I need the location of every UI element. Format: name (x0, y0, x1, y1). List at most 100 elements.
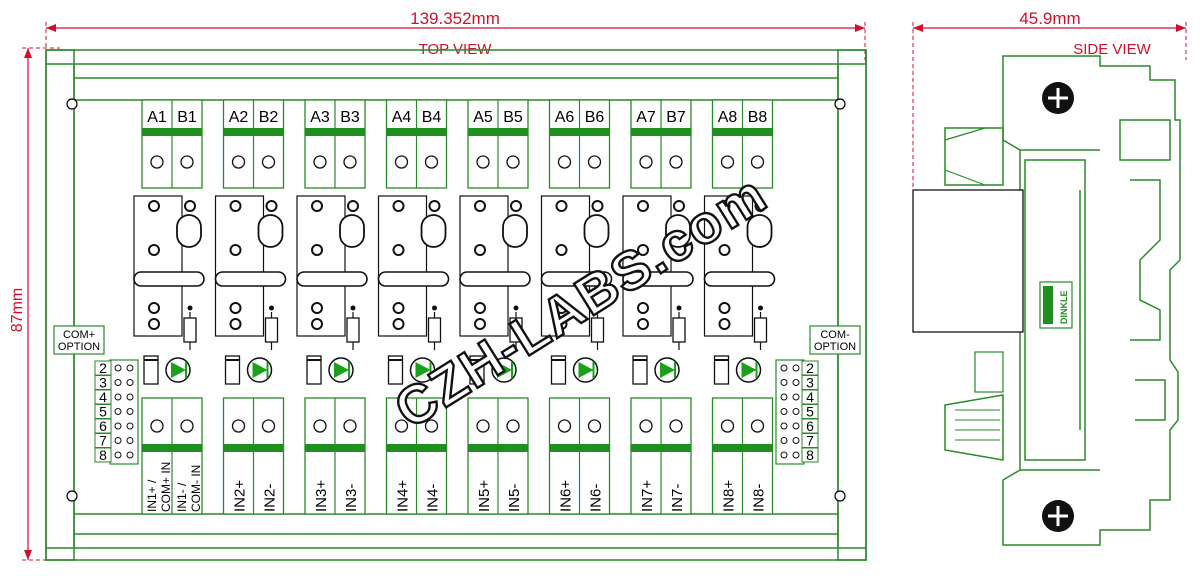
relay-pin-icon (392, 318, 405, 330)
output-label-B1: B1 (177, 109, 197, 126)
screw-icon (394, 155, 409, 169)
terminal-bar (631, 444, 691, 452)
screw-icon (557, 419, 572, 433)
com-option-left: COM+ OPTION (53, 325, 105, 355)
screw-icon (750, 155, 765, 169)
relay-slot (459, 271, 531, 287)
input-label: IN1- / (175, 482, 189, 512)
relay-pin-icon (474, 200, 486, 212)
pin-icon (780, 408, 788, 415)
relay-pin-icon (718, 200, 731, 212)
relay-pin-icon (555, 200, 568, 212)
relay-pin-icon (148, 244, 160, 256)
terminal-bar (305, 128, 365, 136)
relay-coil-icon (257, 214, 284, 248)
screw-icon (669, 155, 683, 169)
screw-icon (639, 419, 653, 433)
input-label: IN5+ (476, 480, 493, 512)
screw-icon (313, 419, 327, 433)
screw-icon (343, 155, 357, 169)
output-label-A4: A4 (392, 109, 412, 126)
top-view-board (45, 49, 867, 561)
pin-icon (126, 422, 134, 430)
pin-icon (114, 379, 122, 386)
relay-pin-icon (754, 200, 767, 212)
relay-coil-icon (502, 214, 528, 248)
terminal-bar (223, 128, 284, 136)
screw-icon (587, 155, 602, 169)
relay-pin-icon (148, 302, 160, 314)
side-screw-top (1042, 82, 1074, 114)
pin-icon (792, 393, 800, 401)
relay-body (622, 195, 672, 337)
relay-slot (540, 271, 613, 287)
relay-pin-icon (229, 244, 242, 256)
resistor-icon (427, 317, 442, 343)
input-label: IN5- (506, 484, 523, 512)
pin-number-right: 3 (806, 375, 814, 391)
screw-icon (180, 155, 194, 169)
diode-icon (306, 355, 322, 385)
pin-number-right: 6 (806, 418, 814, 434)
screw-icon (476, 155, 490, 169)
screw-icon (720, 419, 735, 433)
relay-pin-icon (392, 200, 405, 212)
screw-icon (261, 419, 276, 433)
led-arrow-icon (741, 362, 757, 378)
input-label: IN2+ (232, 480, 249, 512)
terminal-bar (549, 128, 610, 136)
input-label: IN2- (262, 484, 279, 512)
relay-pin-icon (428, 200, 441, 212)
relay-pin-icon (676, 305, 682, 311)
relay-pin-icon (595, 305, 600, 311)
screw-icon (313, 155, 327, 169)
screw-icon (180, 419, 194, 433)
relay-coil-icon (339, 214, 365, 248)
relay-pin-icon (718, 244, 731, 256)
screw-icon (720, 155, 735, 169)
pin-number-box (94, 447, 112, 463)
relay-pin-icon (229, 318, 242, 330)
diode-icon (387, 355, 404, 385)
pin-icon (114, 451, 122, 459)
input-label: IN3+ (313, 480, 330, 512)
diode-icon (469, 355, 485, 385)
input-label: IN7+ (639, 480, 656, 512)
com-right-line2: OPTION (814, 341, 856, 353)
relay-pin-icon (392, 302, 405, 314)
pin-icon (780, 379, 788, 386)
pin-icon (792, 364, 800, 372)
screw-icon (476, 419, 490, 433)
terminal-bar (142, 128, 202, 136)
relay-pin-icon (637, 244, 649, 256)
relay-pin-icon (184, 200, 196, 212)
terminal-bar (386, 128, 447, 136)
relay-pin-icon (474, 244, 486, 256)
led-arrow-icon (578, 362, 594, 378)
screw-icon (557, 155, 572, 169)
terminal-bar (549, 444, 610, 452)
pin-number-left: 5 (99, 404, 107, 420)
diode-icon (713, 355, 730, 385)
relay-body (703, 195, 754, 337)
diode-icon (224, 355, 241, 385)
screw-icon (231, 419, 246, 433)
terminal-bar (305, 444, 365, 452)
screw-icon (587, 419, 602, 433)
pin-icon (114, 422, 122, 430)
relay-pin-icon (311, 302, 323, 314)
relay-body (296, 195, 346, 337)
terminal-bar (468, 444, 528, 452)
output-label-B3: B3 (340, 109, 360, 126)
relay-pin-icon (148, 318, 160, 330)
output-label-A8: A8 (718, 109, 738, 126)
input-label: IN6+ (558, 480, 575, 512)
screw-icon (150, 155, 164, 169)
